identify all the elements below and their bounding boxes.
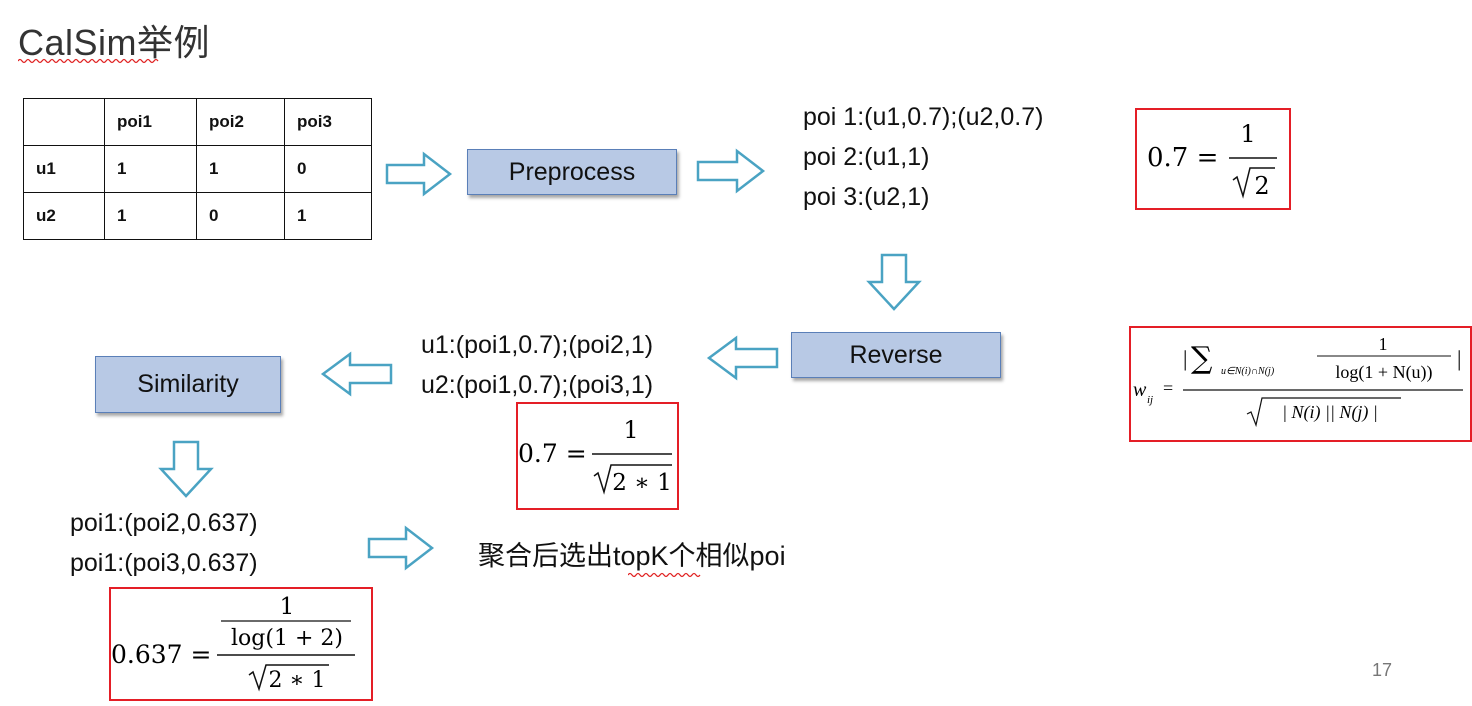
formula-denominator: 2	[1254, 172, 1269, 200]
inner-numerator: 1	[1379, 334, 1388, 354]
slide-title: CalSim举例	[18, 22, 211, 63]
sqrt-icon	[248, 664, 329, 692]
preprocess-output: poi 1:(u1,0.7);(u2,0.7) poi 2:(u1,1) poi…	[803, 97, 1043, 217]
similarity-box: Similarity	[95, 356, 281, 413]
table-cell: 1	[284, 192, 372, 240]
formula-log-term: log(1 + 2)	[231, 626, 343, 651]
formula-box: 0.7 = 1 2	[1135, 108, 1291, 210]
sum-subscript: u∈N(i)∩N(j)	[1221, 366, 1275, 377]
table-cell: 1	[104, 192, 197, 240]
formula-denominator: 2 ∗ 1	[269, 668, 326, 693]
table-cell: u1	[23, 145, 105, 193]
preprocess-box: Preprocess	[467, 149, 677, 195]
right-arrow-icon	[696, 148, 766, 194]
table-cell: u2	[23, 192, 105, 240]
table-cell: 0	[284, 145, 372, 193]
table-row: u2 1 0 1	[23, 192, 372, 240]
formula-box: 0.637 = 1 log(1 + 2) 2 ∗ 1	[109, 587, 373, 701]
formula-lhs: 0.637 =	[111, 640, 211, 669]
sqrt-icon	[1232, 167, 1275, 199]
table-cell	[23, 98, 105, 146]
abs-bar: |	[1183, 346, 1187, 371]
table-cell: 1	[104, 145, 197, 193]
output-line: poi1:(poi2,0.637)	[70, 509, 258, 537]
formula-numerator: 1	[623, 416, 638, 444]
sqrt-icon	[593, 464, 672, 495]
right-arrow-icon	[385, 151, 453, 197]
reverse-box: Reverse	[791, 332, 1001, 378]
spellcheck-underline	[18, 58, 159, 64]
table-row: u1 1 1 0	[23, 145, 372, 193]
right-arrow-icon	[367, 525, 435, 571]
output-line: poi 2:(u1,1)	[803, 143, 930, 171]
formula-lhs: 0.7 =	[518, 439, 587, 468]
table-header-cell: poi2	[196, 98, 285, 146]
user-poi-matrix: poi1 poi2 poi3 u1 1 1 0 u2 1 0 1	[23, 98, 372, 240]
reverse-output: u1:(poi1,0.7);(poi2,1) u2:(poi1,0.7);(po…	[421, 325, 653, 405]
table-cell: 0	[196, 192, 285, 240]
output-line: poi 1:(u1,0.7);(u2,0.7)	[803, 103, 1044, 131]
wij-symbol: w	[1133, 379, 1147, 401]
sqrt-icon	[1246, 397, 1401, 428]
formula-numerator: 1	[280, 594, 295, 620]
table-header-cell: poi3	[284, 98, 372, 146]
outer-denominator: | N(i) || N(j) |	[1282, 402, 1378, 423]
formula-numerator: 1	[1240, 120, 1255, 148]
formula-denominator: 2 ∗ 1	[612, 470, 672, 496]
output-line: u2:(poi1,0.7);(poi3,1)	[421, 371, 654, 399]
left-arrow-icon	[706, 335, 779, 381]
down-arrow-icon	[158, 440, 214, 498]
down-arrow-icon	[866, 253, 922, 311]
formula-lhs: 0.7 =	[1147, 143, 1218, 173]
page-number: 17	[1372, 660, 1393, 680]
output-line: poi 3:(u2,1)	[803, 183, 930, 211]
wij-formula-box: w ij = | ∑ u∈N(i)∩N(j) 1 log(1 + N(u)) |…	[1129, 326, 1472, 442]
abs-bar: |	[1457, 346, 1461, 371]
sum-icon: ∑	[1191, 341, 1213, 376]
wij-subscript: ij	[1147, 394, 1153, 406]
table-header-cell: poi1	[104, 98, 197, 146]
left-arrow-icon	[320, 351, 393, 397]
table-cell: 1	[196, 145, 285, 193]
equals-sign: =	[1163, 378, 1173, 398]
formula-box: 0.7 = 1 2 ∗ 1	[516, 402, 679, 510]
inner-denominator: log(1 + N(u))	[1335, 362, 1432, 383]
final-text: 聚合后选出topK个相似poi	[478, 541, 786, 571]
output-line: poi1:(poi3,0.637)	[70, 549, 258, 577]
table-header-row: poi1 poi2 poi3	[23, 98, 372, 146]
output-line: u1:(poi1,0.7);(poi2,1)	[421, 331, 654, 359]
similarity-output: poi1:(poi2,0.637) poi1:(poi3,0.637)	[70, 503, 258, 583]
spellcheck-underline	[628, 572, 701, 578]
